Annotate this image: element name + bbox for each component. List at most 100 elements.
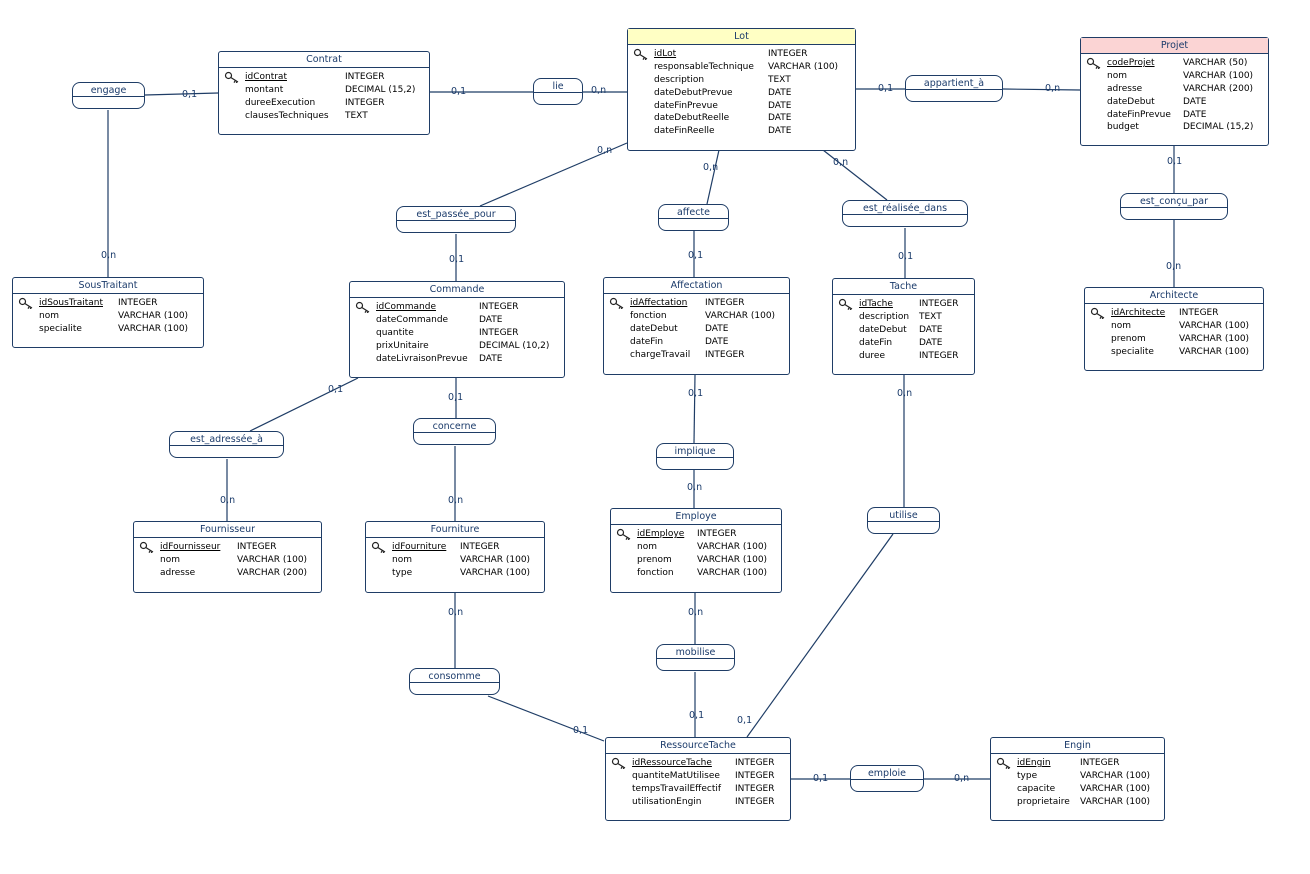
attribute-name: capacite <box>1017 783 1056 794</box>
relation-consomme[interactable]: consomme <box>409 668 500 695</box>
attribute-name: quantite <box>376 327 414 338</box>
relation-engage[interactable]: engage <box>72 82 145 109</box>
attribute-type: INTEGER <box>768 49 808 59</box>
relation-est-passee-pour[interactable]: est_passée_pour <box>396 206 516 233</box>
key-icon <box>1086 57 1101 69</box>
attribute-type: DECIMAL (10,2) <box>479 340 550 351</box>
attribute-name: quantiteMatUtilisee <box>632 770 720 781</box>
cardinality-passee-lot: 0,n <box>597 145 613 156</box>
attribute-name: idCommande <box>376 302 437 312</box>
cardinality-consomme-fourniture: 0,n <box>448 607 464 618</box>
relation-label: engage <box>90 85 127 96</box>
relation-emploie[interactable]: emploie <box>850 765 924 792</box>
attribute-type: INTEGER <box>479 302 519 312</box>
attribute-row: specialite VARCHAR (100) <box>13 324 203 337</box>
entity-name: Fournisseur <box>134 522 321 538</box>
relation-utilise[interactable]: utilise <box>867 507 940 534</box>
entity-name: Projet <box>1081 38 1268 54</box>
attribute-name: idTache <box>859 299 893 309</box>
key-icon <box>224 71 239 83</box>
primary-key-attribute: idCommande INTEGER <box>350 301 564 315</box>
relation-divider <box>657 658 734 659</box>
relation-divider <box>843 214 967 215</box>
relation-label: utilise <box>889 510 918 521</box>
relation-implique[interactable]: implique <box>656 443 734 470</box>
relation-label: emploie <box>867 768 907 779</box>
attribute-type: DECIMAL (15,2) <box>1183 122 1254 133</box>
key-icon <box>18 297 33 309</box>
key-icon <box>1090 307 1105 319</box>
key-icon <box>838 298 853 310</box>
attribute-name: idFourniture <box>392 542 447 552</box>
attribute-type: INTEGER <box>345 97 385 108</box>
cardinality-lie-lot: 0,n <box>591 85 607 96</box>
attribute-name: specialite <box>39 323 82 334</box>
primary-key-attribute: idContrat INTEGER <box>219 71 429 85</box>
cardinality-concu-architecte: 0,n <box>1166 261 1182 272</box>
attribute-type: INTEGER <box>919 350 959 361</box>
relation-mobilise[interactable]: mobilise <box>656 644 735 671</box>
relation-est-concu-par[interactable]: est_conçu_par <box>1120 193 1228 220</box>
attribute-type: VARCHAR (100) <box>705 310 776 321</box>
attribute-name: idContrat <box>245 72 287 82</box>
attribute-type: DECIMAL (15,2) <box>345 84 416 95</box>
cardinality-consomme-ressource: 0,1 <box>573 725 589 736</box>
relation-appartient-a[interactable]: appartient_à <box>905 75 1003 102</box>
relation-lie[interactable]: lie <box>533 78 583 105</box>
cardinality-affecte-affectation: 0,1 <box>688 250 704 261</box>
attribute-type: DATE <box>1183 109 1207 120</box>
relation-divider <box>868 521 939 522</box>
attribute-type: TEXT <box>768 74 791 85</box>
attribute-name: prenom <box>637 554 672 565</box>
link-appartient-projet <box>1002 88 1081 91</box>
attribute-name: type <box>1017 770 1038 781</box>
relation-label: est_réalisée_dans <box>862 203 948 214</box>
cardinality-adressee-fournisseur: 0,n <box>220 495 236 506</box>
relation-divider <box>659 218 728 219</box>
relation-divider <box>170 445 283 446</box>
attribute-type: INTEGER <box>705 298 745 308</box>
entity-name: Lot <box>628 29 855 45</box>
relation-concerne[interactable]: concerne <box>413 418 496 445</box>
relation-affecte[interactable]: affecte <box>658 204 729 231</box>
relation-est-realisee-dans[interactable]: est_réalisée_dans <box>842 200 968 227</box>
cardinality-emploie-engin: 0,n <box>954 773 970 784</box>
attribute-type: DATE <box>479 314 503 325</box>
attribute-name: idArchitecte <box>1111 308 1166 318</box>
attribute-name: dateDebutPrevue <box>654 87 733 98</box>
attribute-type: VARCHAR (100) <box>1080 783 1151 794</box>
attribute-name: prixUnitaire <box>376 340 429 351</box>
attribute-type: INTEGER <box>345 72 385 82</box>
relation-label: implique <box>674 446 716 457</box>
attribute-type: VARCHAR (100) <box>118 323 189 334</box>
relation-est-adressee-a[interactable]: est_adressée_à <box>169 431 284 458</box>
attribute-name: tempsTravailEffectif <box>632 783 722 794</box>
